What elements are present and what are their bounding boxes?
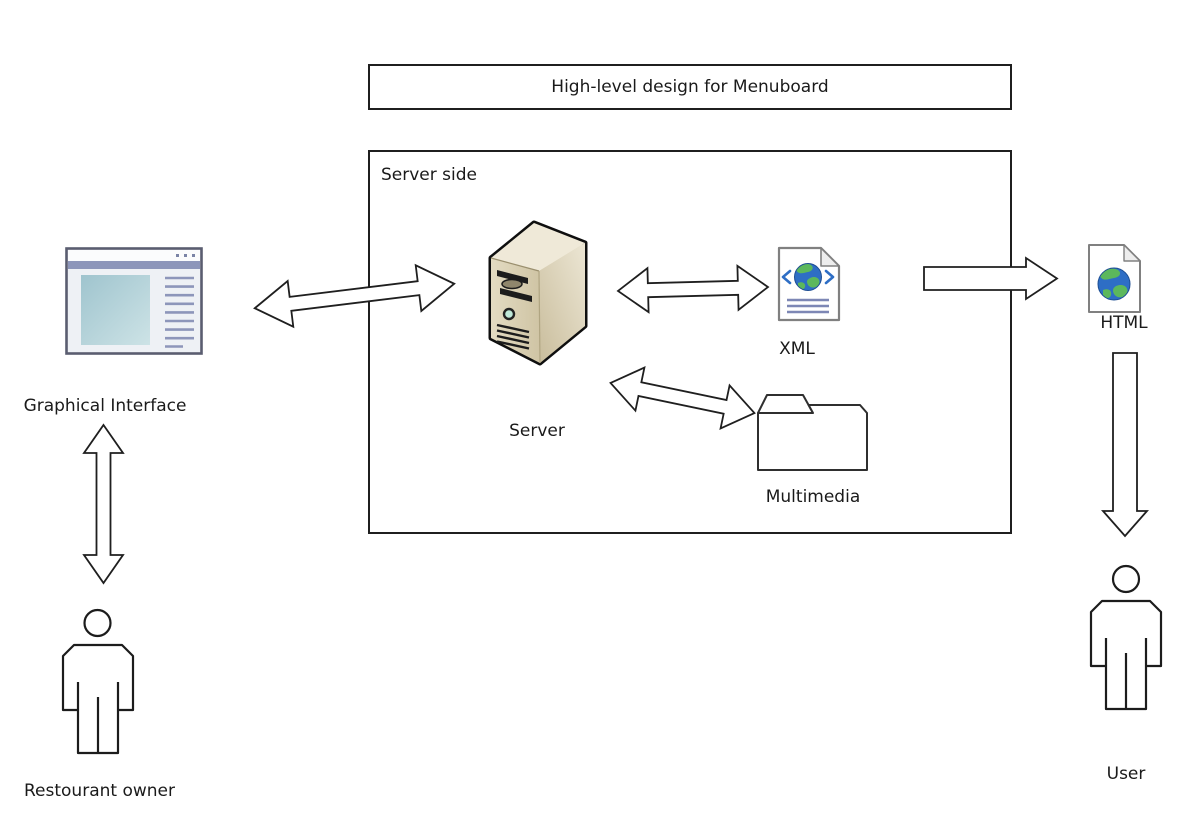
arrow-server-xml — [616, 264, 770, 314]
user-person-icon — [1089, 564, 1163, 711]
browser-window-icon — [65, 247, 203, 355]
xml-document-icon — [777, 246, 841, 322]
graphical-interface-label: Graphical Interface — [23, 396, 187, 416]
arrow-xml-html — [923, 256, 1059, 301]
user-label: User — [1106, 764, 1146, 784]
server-side-box: Server side — [368, 150, 1012, 534]
diagram-title-box: High-level design for Menuboard — [368, 64, 1012, 110]
xml-label: XML — [779, 339, 815, 359]
server-label: Server — [509, 421, 565, 441]
restaurant-owner-label: Restourant owner — [24, 781, 175, 801]
html-label: HTML — [1100, 313, 1148, 333]
restaurant-owner-person-icon — [61, 608, 135, 755]
multimedia-folder-icon — [757, 394, 868, 471]
arrow-gi-server — [253, 263, 456, 329]
server-icon — [488, 220, 588, 366]
arrow-gi-owner — [82, 423, 125, 585]
html-document-icon — [1088, 244, 1141, 313]
arrow-html-user — [1101, 352, 1149, 538]
server-side-label: Server side — [381, 165, 477, 185]
multimedia-label: Multimedia — [765, 487, 861, 507]
arrow-server-multimedia — [609, 366, 756, 430]
diagram-title: High-level design for Menuboard — [551, 77, 829, 97]
